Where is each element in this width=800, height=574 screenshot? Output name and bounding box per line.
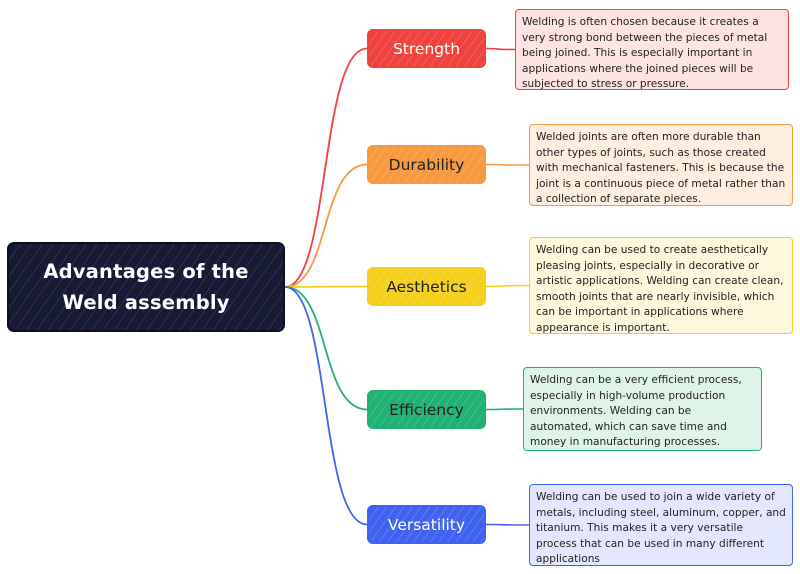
branch-durability[interactable]: Durability <box>367 145 486 184</box>
root-title-line-1: Advantages of the <box>43 260 249 283</box>
root-node[interactable]: Advantages of the Weld assembly <box>7 242 285 332</box>
connector-root-to-branch-0 <box>284 47 368 288</box>
branch-versatility-label: Versatility <box>387 515 466 534</box>
connector-branch-to-note-0 <box>485 47 516 51</box>
note-aesthetics: Welding can be used to create aesthetica… <box>529 237 793 334</box>
branch-strength[interactable]: Strength <box>367 29 486 68</box>
note-versatility: Welding can be used to join a wide varie… <box>529 484 793 566</box>
connector-root-to-branch-3 <box>284 286 368 411</box>
branch-efficiency[interactable]: Efficiency <box>367 390 486 429</box>
root-title: Advantages of the Weld assembly <box>43 256 248 318</box>
connector-root-to-branch-1 <box>284 163 368 288</box>
note-strength: Welding is often chosen because it creat… <box>515 9 789 90</box>
connector-root-to-branch-4 <box>284 286 368 526</box>
root-title-line-2: Weld assembly <box>62 291 230 314</box>
note-efficiency: Welding can be a very efficient process,… <box>523 367 762 451</box>
connector-branch-to-note-1 <box>485 163 530 166</box>
branch-aesthetics-label: Aesthetics <box>386 277 467 296</box>
connector-branch-to-note-3 <box>485 408 524 411</box>
connector-root-to-branch-2 <box>284 285 368 288</box>
branch-versatility[interactable]: Versatility <box>367 505 486 544</box>
branch-aesthetics[interactable]: Aesthetics <box>367 267 486 306</box>
connector-branch-to-note-4 <box>485 523 530 526</box>
branch-durability-label: Durability <box>388 155 465 174</box>
branch-efficiency-label: Efficiency <box>389 400 464 419</box>
note-durability: Welded joints are often more durable tha… <box>529 124 793 206</box>
branch-strength-label: Strength <box>392 39 461 58</box>
connector-branch-to-note-2 <box>485 284 530 288</box>
